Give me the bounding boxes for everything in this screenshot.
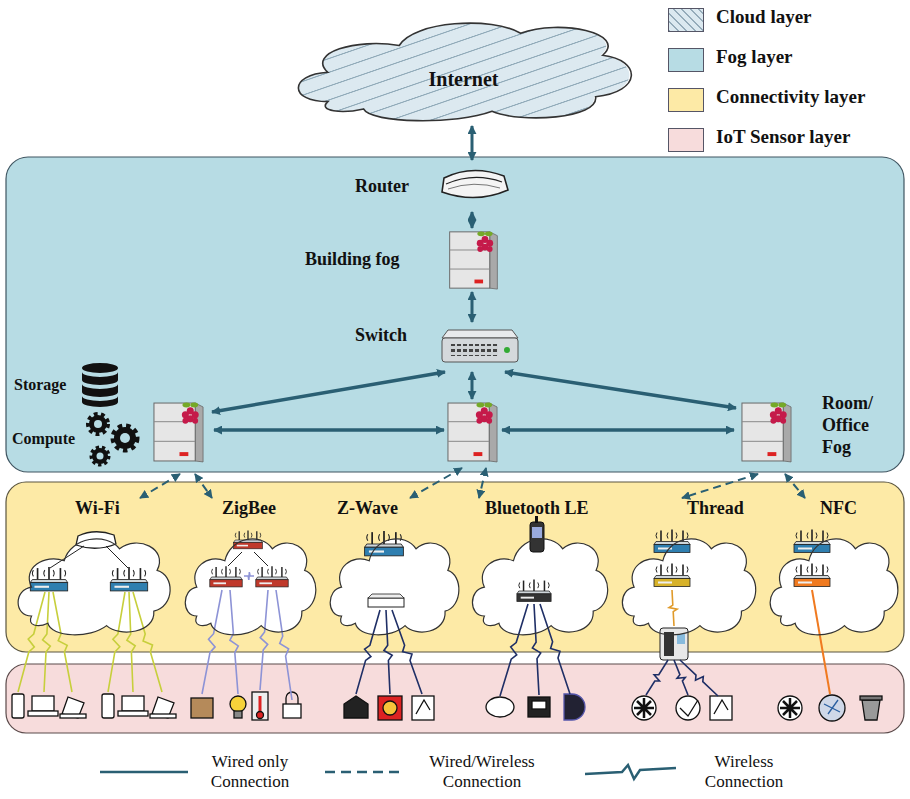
legend-swatch xyxy=(668,88,704,112)
middle-server-links xyxy=(214,372,734,498)
room-fog-node: StorageCompute xyxy=(10,362,212,474)
internet-cloud: Internet xyxy=(285,4,642,126)
legend-label: Cloud layer xyxy=(716,6,812,28)
cloud-outline xyxy=(617,520,760,640)
wired-wireless-link xyxy=(195,474,212,498)
wifi-devices xyxy=(30,532,147,591)
wireless-zigzag xyxy=(276,590,292,700)
wired-wireless-link xyxy=(682,474,758,498)
node-label: Thread xyxy=(687,498,744,519)
compute-gears-icon xyxy=(89,415,136,464)
wired-link xyxy=(212,372,445,412)
node-label: ZigBee xyxy=(222,498,276,519)
legend-label: Fog layer xyxy=(716,46,793,68)
thread-devices xyxy=(654,530,690,661)
wireless-zigzag xyxy=(356,610,380,694)
wireless-zigzag xyxy=(230,590,238,694)
node-label: Room/ Office Fog xyxy=(822,392,894,458)
cloud-fills xyxy=(18,23,898,635)
sensor-band xyxy=(6,664,904,733)
network-cloud: Wi-Fi xyxy=(12,498,175,640)
room-fog-server xyxy=(742,403,791,462)
room-fog-server xyxy=(154,403,203,462)
network-cloud: Thread xyxy=(617,498,760,640)
network-cloud: NFC xyxy=(765,498,902,640)
wireless-zigzag xyxy=(260,590,268,690)
wireless-zigzag xyxy=(392,610,422,694)
wireless-zigzag xyxy=(43,592,51,692)
wired-link xyxy=(471,212,474,228)
building-fog-server xyxy=(450,231,498,289)
network-cloud: Bluetooth LE xyxy=(467,498,612,640)
legend-line-samples xyxy=(100,765,676,779)
cloud-outline xyxy=(180,520,320,640)
node-label: Building fog xyxy=(305,249,400,270)
wireless-zigzag xyxy=(53,592,72,692)
switch-icon xyxy=(442,330,518,362)
wired-link xyxy=(471,292,474,322)
zwave-devices xyxy=(365,531,404,607)
legend-swatch xyxy=(668,48,704,72)
node-label: Compute xyxy=(12,430,75,448)
wireless-zigzag xyxy=(108,592,125,692)
network-cloud: ZigBee xyxy=(180,498,320,640)
legend-label: Wired/Wireless Connection xyxy=(408,752,556,793)
switch-node: Switch xyxy=(350,322,520,372)
wireless-zigzag xyxy=(18,592,45,692)
wired-wireless-link xyxy=(140,474,180,498)
wired-wireless-link xyxy=(785,474,805,498)
nfc-link xyxy=(812,590,830,694)
room-fog-server xyxy=(448,403,497,462)
wireless-zigzag xyxy=(127,592,135,692)
wireless-zigzag xyxy=(669,590,677,626)
legend-label: IoT Sensor layer xyxy=(716,126,850,148)
room-fog-node: Room/ Office Fog xyxy=(736,388,902,474)
wireless-zigzag xyxy=(244,572,254,580)
node-label: Storage xyxy=(14,376,66,394)
cloud-outline xyxy=(467,520,612,640)
wireless-zigzag xyxy=(540,604,570,694)
router-icon xyxy=(442,170,508,197)
legend-label: Connectivity layer xyxy=(716,86,865,108)
ble-devices xyxy=(517,516,551,601)
cloud-outline xyxy=(12,520,175,640)
legend-label: Wired only Connection xyxy=(188,752,312,793)
wireless-zigzag xyxy=(133,592,162,692)
node-label: Switch xyxy=(355,325,407,346)
cloud-outline xyxy=(765,520,902,640)
cloud-outline xyxy=(325,520,463,640)
storage-icon xyxy=(82,363,118,407)
node-label: Bluetooth LE xyxy=(485,498,589,519)
connectivity-band xyxy=(6,482,904,652)
legend-swatch xyxy=(668,128,704,152)
node-label: Wi-Fi xyxy=(75,498,120,519)
router-node: Router xyxy=(350,160,512,212)
wireless-zigzag xyxy=(680,660,718,696)
wireless-zigzag xyxy=(532,604,540,695)
network-cloud: Z-Wave xyxy=(325,498,463,640)
building-fog-node: Building fog xyxy=(300,228,512,292)
wired-link xyxy=(505,372,736,408)
node-label: Z-Wave xyxy=(337,498,398,519)
fog-band xyxy=(6,157,904,472)
node-label: Internet xyxy=(285,68,642,91)
wireless-zigzag xyxy=(500,604,528,696)
legend-label: Wireless Connection xyxy=(682,752,806,793)
node-label: NFC xyxy=(820,498,857,519)
wired-link xyxy=(471,126,474,160)
sensor-icons xyxy=(12,692,882,721)
wireless-zigzag xyxy=(384,610,392,694)
cloud-outline xyxy=(285,4,642,126)
wireless-zigzag xyxy=(202,590,222,694)
node-label: Router xyxy=(355,176,409,197)
wireless-zigzag xyxy=(646,660,668,695)
nfc-devices xyxy=(794,530,830,587)
legend-swatch xyxy=(668,8,704,32)
